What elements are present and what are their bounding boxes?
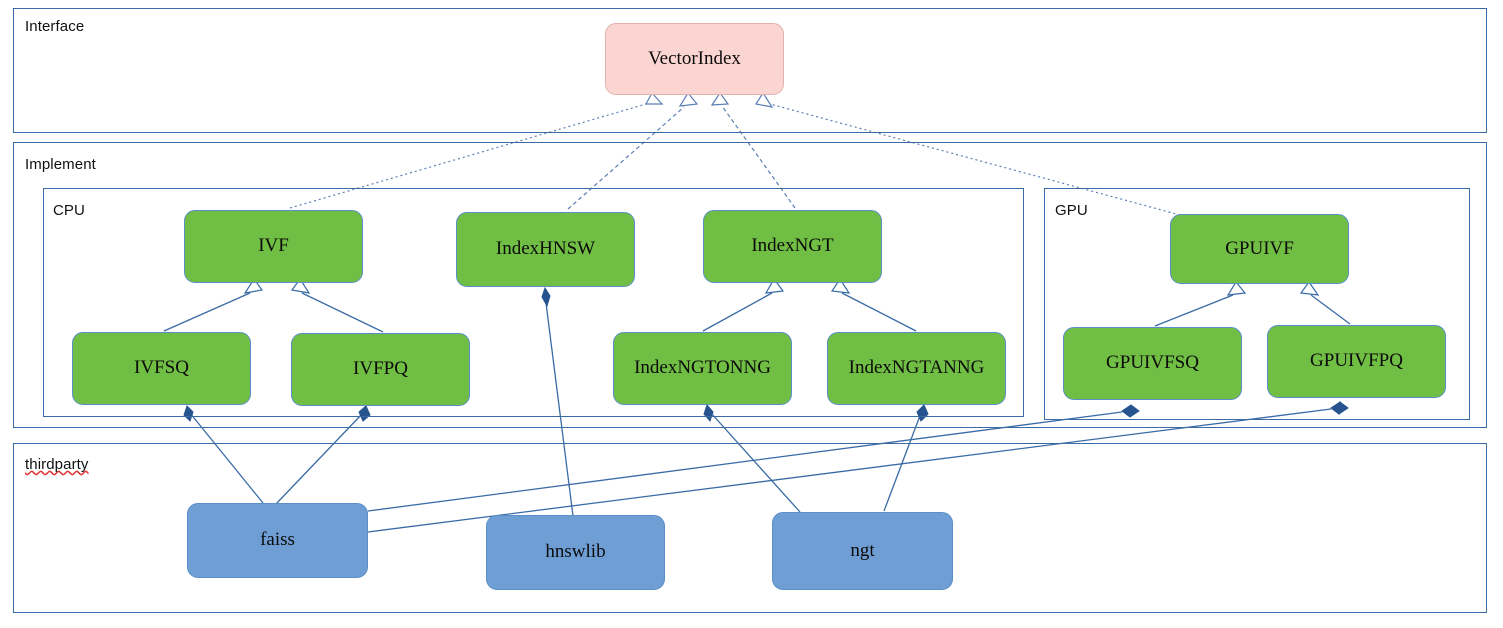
edge-faiss-to-gpuivfsq <box>367 404 1140 512</box>
node-gpuivf[interactable]: GPUIVF <box>1170 214 1349 284</box>
container-cpu <box>43 188 1024 417</box>
node-indexngtanng[interactable]: IndexNGTANNG <box>827 332 1006 405</box>
node-gpuivfsq[interactable]: GPUIVFSQ <box>1063 327 1242 400</box>
edge-ngt-to-indexngtanng <box>883 404 929 512</box>
edge-ngt-to-indexngtonng <box>703 404 801 513</box>
edge-indexngtonng-to-indexngt <box>702 277 785 332</box>
edge-ivfsq-to-ivf <box>163 277 264 332</box>
edge-ivf-to-vectorindex <box>289 91 664 209</box>
node-indexngtonng[interactable]: IndexNGTONNG <box>613 332 792 405</box>
node-hnswlib[interactable]: hnswlib <box>486 515 665 590</box>
edge-indexhnsw-to-vectorindex <box>567 91 699 210</box>
node-ivfpq[interactable]: IVFPQ <box>291 333 470 406</box>
node-gpuivfpq[interactable]: GPUIVFPQ <box>1267 325 1446 398</box>
container-implement <box>13 142 1487 428</box>
container-thirdparty <box>13 443 1487 613</box>
container-interface <box>13 8 1487 133</box>
node-indexngt[interactable]: IndexNGT <box>703 210 882 283</box>
edge-indexngt-to-vectorindex <box>710 91 796 209</box>
node-indexhnsw[interactable]: IndexHNSW <box>456 212 635 287</box>
node-faiss[interactable]: faiss <box>187 503 368 578</box>
edge-gpuivf-to-vectorindex <box>755 91 1181 216</box>
edge-faiss-to-gpuivfpq <box>367 401 1349 533</box>
edge-ivfpq-to-ivf <box>290 277 384 333</box>
edge-faiss-to-ivfsq <box>183 405 264 504</box>
container-label-thirdparty: thirdparty <box>25 456 89 473</box>
edge-indexngtanng-to-indexngt <box>830 277 917 332</box>
container-label-interface: Interface <box>25 18 85 35</box>
edge-gpuivfsq-to-gpuivf <box>1154 280 1247 327</box>
container-label-implement: Implement <box>25 156 96 173</box>
node-vectorindex[interactable]: VectorIndex <box>605 23 784 95</box>
container-label-cpu: CPU <box>53 202 85 219</box>
edge-faiss-to-ivfpq <box>274 405 371 506</box>
container-label-gpu: GPU <box>1055 202 1088 219</box>
node-ngt[interactable]: ngt <box>772 512 953 590</box>
edge-hnswlib-to-indexhnsw <box>541 286 574 517</box>
edge-gpuivfpq-to-gpuivf <box>1299 280 1351 325</box>
node-ivf[interactable]: IVF <box>184 210 363 283</box>
container-gpu <box>1044 188 1470 420</box>
node-ivfsq[interactable]: IVFSQ <box>72 332 251 405</box>
